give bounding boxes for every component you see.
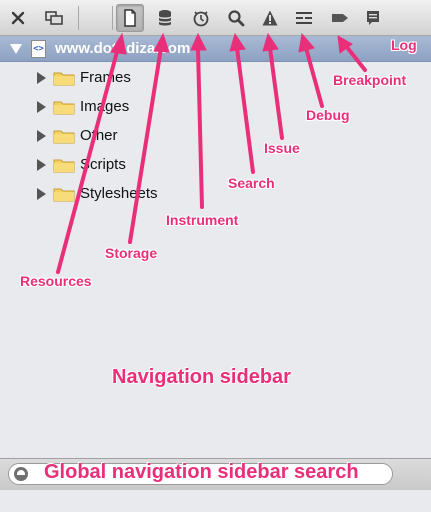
- resources-button[interactable]: [116, 4, 144, 32]
- search-button[interactable]: [222, 4, 250, 32]
- search-icon: [228, 10, 245, 27]
- callout-storage: Storage: [105, 245, 158, 261]
- folder-icon: [53, 72, 75, 86]
- callout-debug: Debug: [306, 107, 350, 123]
- disclosure-open-icon[interactable]: [10, 44, 22, 54]
- tree-root-row[interactable]: <> www.dotodiza.com: [0, 36, 431, 62]
- close-icon: [11, 11, 25, 25]
- folder-icon: [53, 101, 75, 115]
- page-icon: <>: [31, 40, 46, 58]
- document-icon: [124, 9, 136, 27]
- stopwatch-icon: [193, 11, 209, 27]
- tree-folder-stylesheets[interactable]: Stylesheets: [0, 182, 431, 206]
- database-icon: [159, 10, 171, 26]
- sidebar-search-bar: [0, 458, 431, 490]
- folder-icon: [53, 130, 75, 144]
- disclosure-closed-icon[interactable]: [37, 159, 46, 171]
- tree-folder-label: Images: [80, 98, 130, 115]
- issue-button[interactable]: [256, 4, 284, 32]
- toolbar-separator: [112, 6, 113, 30]
- folder-icon: [53, 159, 75, 173]
- sidebar-bottom-strip: [0, 490, 431, 512]
- callout-global-search: Global navigation sidebar search: [44, 461, 359, 483]
- dock-icon: [45, 11, 63, 25]
- callout-instrument: Instrument: [166, 212, 239, 228]
- callout-navigation-sidebar: Navigation sidebar: [112, 366, 291, 388]
- tree-root-label: www.dotodiza.com: [55, 40, 191, 57]
- callout-issue: Issue: [264, 140, 300, 156]
- disclosure-closed-icon[interactable]: [37, 101, 46, 113]
- tree-folder-images[interactable]: Images: [0, 95, 431, 119]
- tree-folder-label: Other: [80, 127, 118, 144]
- disclosure-closed-icon[interactable]: [37, 72, 46, 84]
- callout-resources: Resources: [20, 273, 92, 289]
- callout-search: Search: [228, 175, 275, 191]
- disclosure-closed-icon[interactable]: [37, 130, 46, 142]
- breakpoint-button[interactable]: [326, 4, 354, 32]
- callout-log: Log: [391, 37, 417, 53]
- folder-icon: [53, 188, 75, 202]
- tree-folder-label: Stylesheets: [80, 185, 158, 202]
- tree-folder-scripts[interactable]: Scripts: [0, 153, 431, 177]
- instrument-button[interactable]: [187, 4, 215, 32]
- tree-folder-label: Scripts: [80, 156, 126, 173]
- sidebar-search-field[interactable]: [8, 463, 393, 485]
- breakpoint-icon: [332, 14, 348, 22]
- debug-button[interactable]: [290, 4, 318, 32]
- close-button[interactable]: [4, 4, 32, 32]
- tree-folder-other[interactable]: Other: [0, 124, 431, 148]
- dock-button[interactable]: [40, 4, 68, 32]
- warning-icon: [262, 10, 278, 26]
- sidebar-search-input[interactable]: [33, 465, 383, 483]
- filter-icon[interactable]: [14, 467, 28, 481]
- log-button[interactable]: [359, 4, 387, 32]
- toolbar: [0, 0, 431, 36]
- tree-folder-label: Frames: [80, 69, 131, 86]
- toolbar-separator: [78, 6, 79, 30]
- debug-icon: [296, 12, 312, 24]
- storage-button[interactable]: [151, 4, 179, 32]
- disclosure-closed-icon[interactable]: [37, 188, 46, 200]
- callout-breakpoint: Breakpoint: [333, 72, 407, 88]
- log-icon: [367, 11, 379, 25]
